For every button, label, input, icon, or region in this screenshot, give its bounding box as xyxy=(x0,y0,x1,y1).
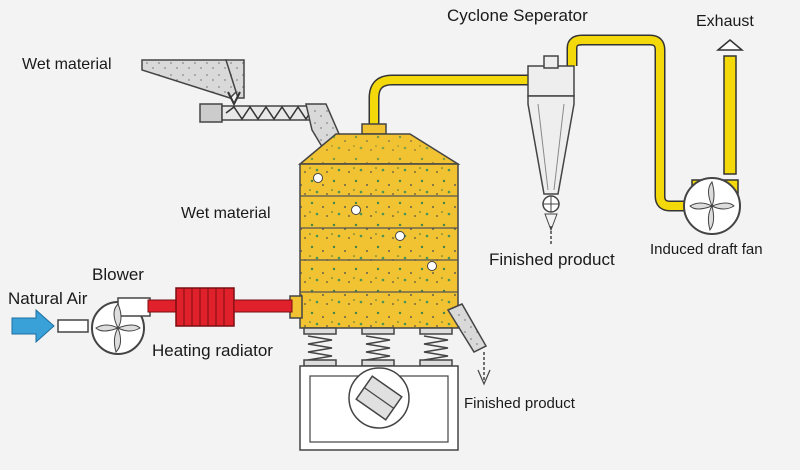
duct-dryer-to-cyclone xyxy=(368,74,528,130)
label-finished-product-cyclone: Finished product xyxy=(489,250,615,269)
vibration-springs xyxy=(303,327,453,367)
natural-air-arrow xyxy=(11,308,55,344)
label-cyclone-separator: Cyclone Seperator xyxy=(447,6,588,25)
wet-material-feeder xyxy=(141,59,347,162)
vibrator-base xyxy=(299,365,459,451)
label-natural-air: Natural Air xyxy=(8,289,88,308)
induced-draft-fan xyxy=(683,177,741,235)
label-wet-material-feed: Wet material xyxy=(22,56,112,73)
label-blower: Blower xyxy=(92,265,144,284)
label-exhaust: Exhaust xyxy=(696,13,754,30)
cyclone-separator xyxy=(527,55,575,244)
label-induced-draft-fan: Induced draft fan xyxy=(650,241,763,258)
blower xyxy=(91,297,151,355)
heating-radiator xyxy=(147,287,293,327)
label-finished-product-outlet: Finished product xyxy=(464,395,575,412)
label-wet-material-chamber: Wet material xyxy=(181,205,271,222)
exhaust-cap xyxy=(715,39,745,51)
exhaust-stack xyxy=(723,55,737,175)
label-heating-radiator: Heating radiator xyxy=(152,341,273,360)
dryer-vessel xyxy=(289,123,491,386)
duct-cyclone-to-fan xyxy=(566,34,690,212)
